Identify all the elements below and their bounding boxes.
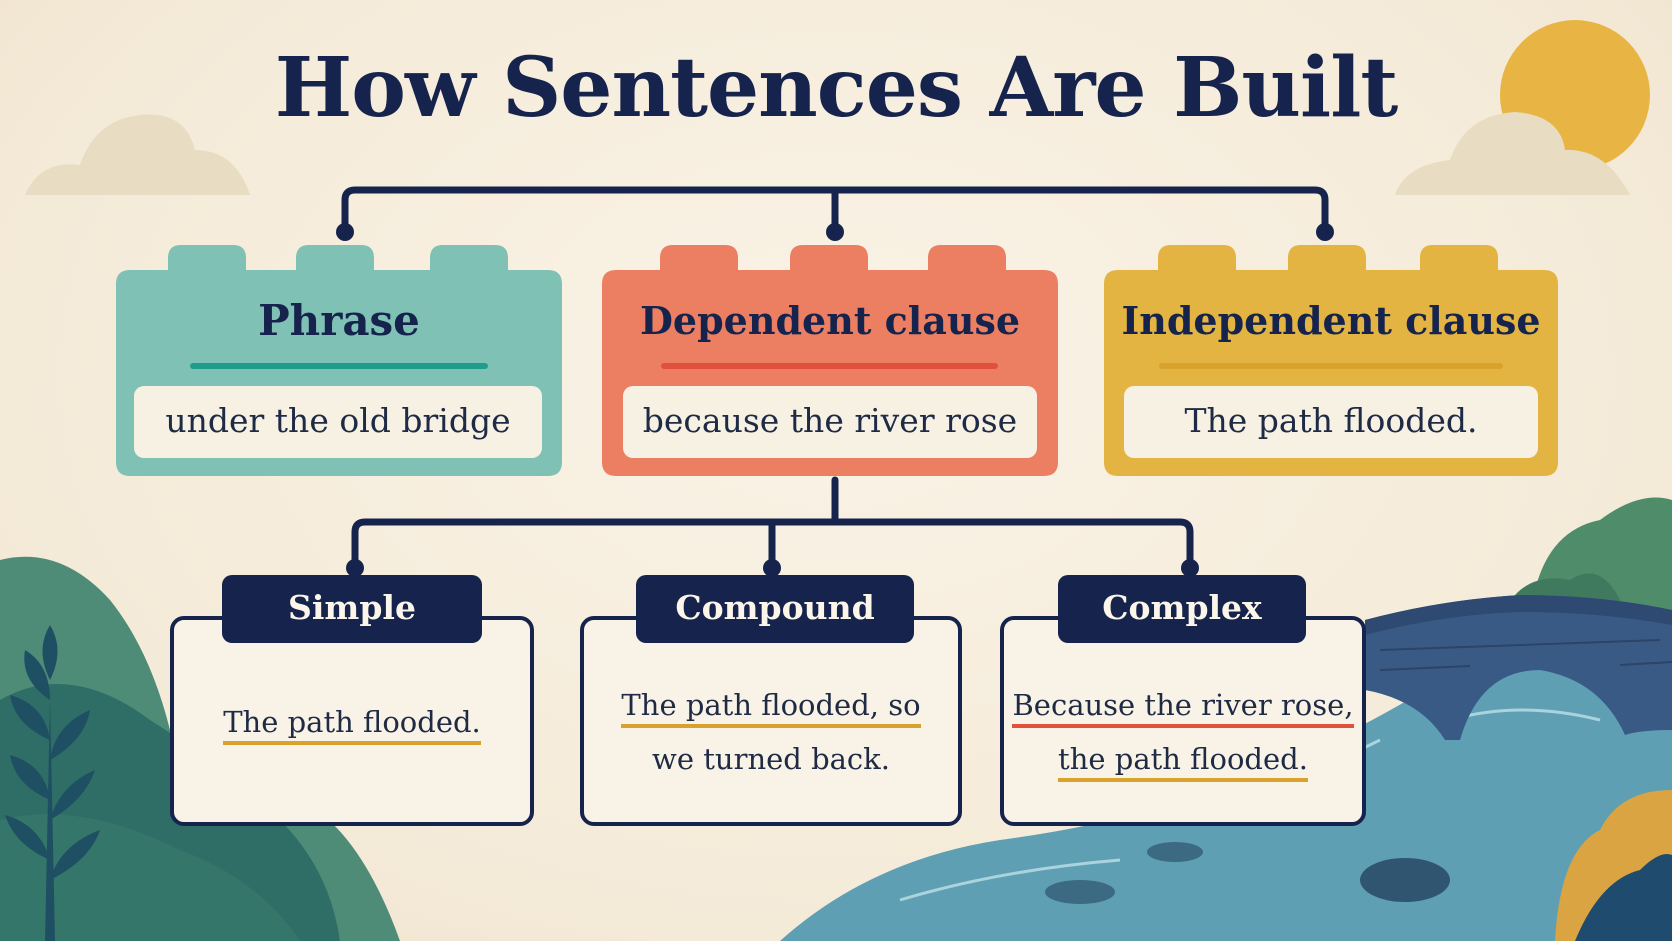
- block-label-dependent-clause: Dependent clause: [639, 298, 1021, 343]
- connector-dot: [336, 223, 354, 241]
- connector-dot: [826, 223, 844, 241]
- simple-example-line: The path flooded.: [172, 705, 532, 746]
- cloud-left-icon: [25, 114, 250, 195]
- card-compound: [580, 575, 962, 826]
- block-example-dependent-clause: because the river rose: [642, 401, 1018, 440]
- complex-example-line-1: Because the river rose,: [1002, 688, 1364, 729]
- leaf-plant-icon: [5, 625, 100, 941]
- connector-dot: [1181, 559, 1199, 577]
- block-dependent-clause: [602, 245, 1058, 476]
- type-label-simple: Simple: [288, 588, 416, 627]
- type-label-complex: Complex: [1102, 588, 1262, 627]
- card-simple: [170, 575, 534, 826]
- type-label-compound: Compound: [675, 588, 875, 627]
- connector-bottom: [351, 476, 1194, 569]
- dependent-clause-underline: Because the river rose,: [1012, 688, 1354, 729]
- block-example-phrase: under the old bridge: [165, 401, 511, 440]
- card-complex: [1000, 575, 1366, 826]
- independent-clause-underline: The path flooded.: [223, 705, 481, 746]
- complex-example-line-2: the path flooded.: [1002, 742, 1364, 783]
- stone-icon: [1360, 858, 1450, 902]
- block-phrase: [116, 245, 562, 476]
- block-example-independent-clause: The path flooded.: [1184, 401, 1478, 440]
- bridge-icon: [1365, 595, 1672, 740]
- block-independent-clause: [1104, 245, 1558, 476]
- page-title: How Sentences Are Built: [274, 40, 1398, 136]
- connector-dot: [346, 559, 364, 577]
- independent-clause-underline: The path flooded, so: [621, 688, 921, 729]
- compound-example-line-2: we turned back.: [652, 742, 890, 776]
- stone-icon: [1045, 880, 1115, 904]
- block-label-phrase: Phrase: [258, 296, 420, 345]
- independent-clause-underline: the path flooded.: [1058, 742, 1308, 783]
- connector-dot: [1316, 223, 1334, 241]
- cloud-right-icon: [1395, 112, 1630, 195]
- connector-dot: [763, 559, 781, 577]
- stone-icon: [1147, 842, 1203, 862]
- block-label-independent-clause: Independent clause: [1121, 298, 1541, 343]
- bush-right-blue: [1575, 854, 1672, 941]
- compound-example-line-1: The path flooded, so: [582, 688, 960, 729]
